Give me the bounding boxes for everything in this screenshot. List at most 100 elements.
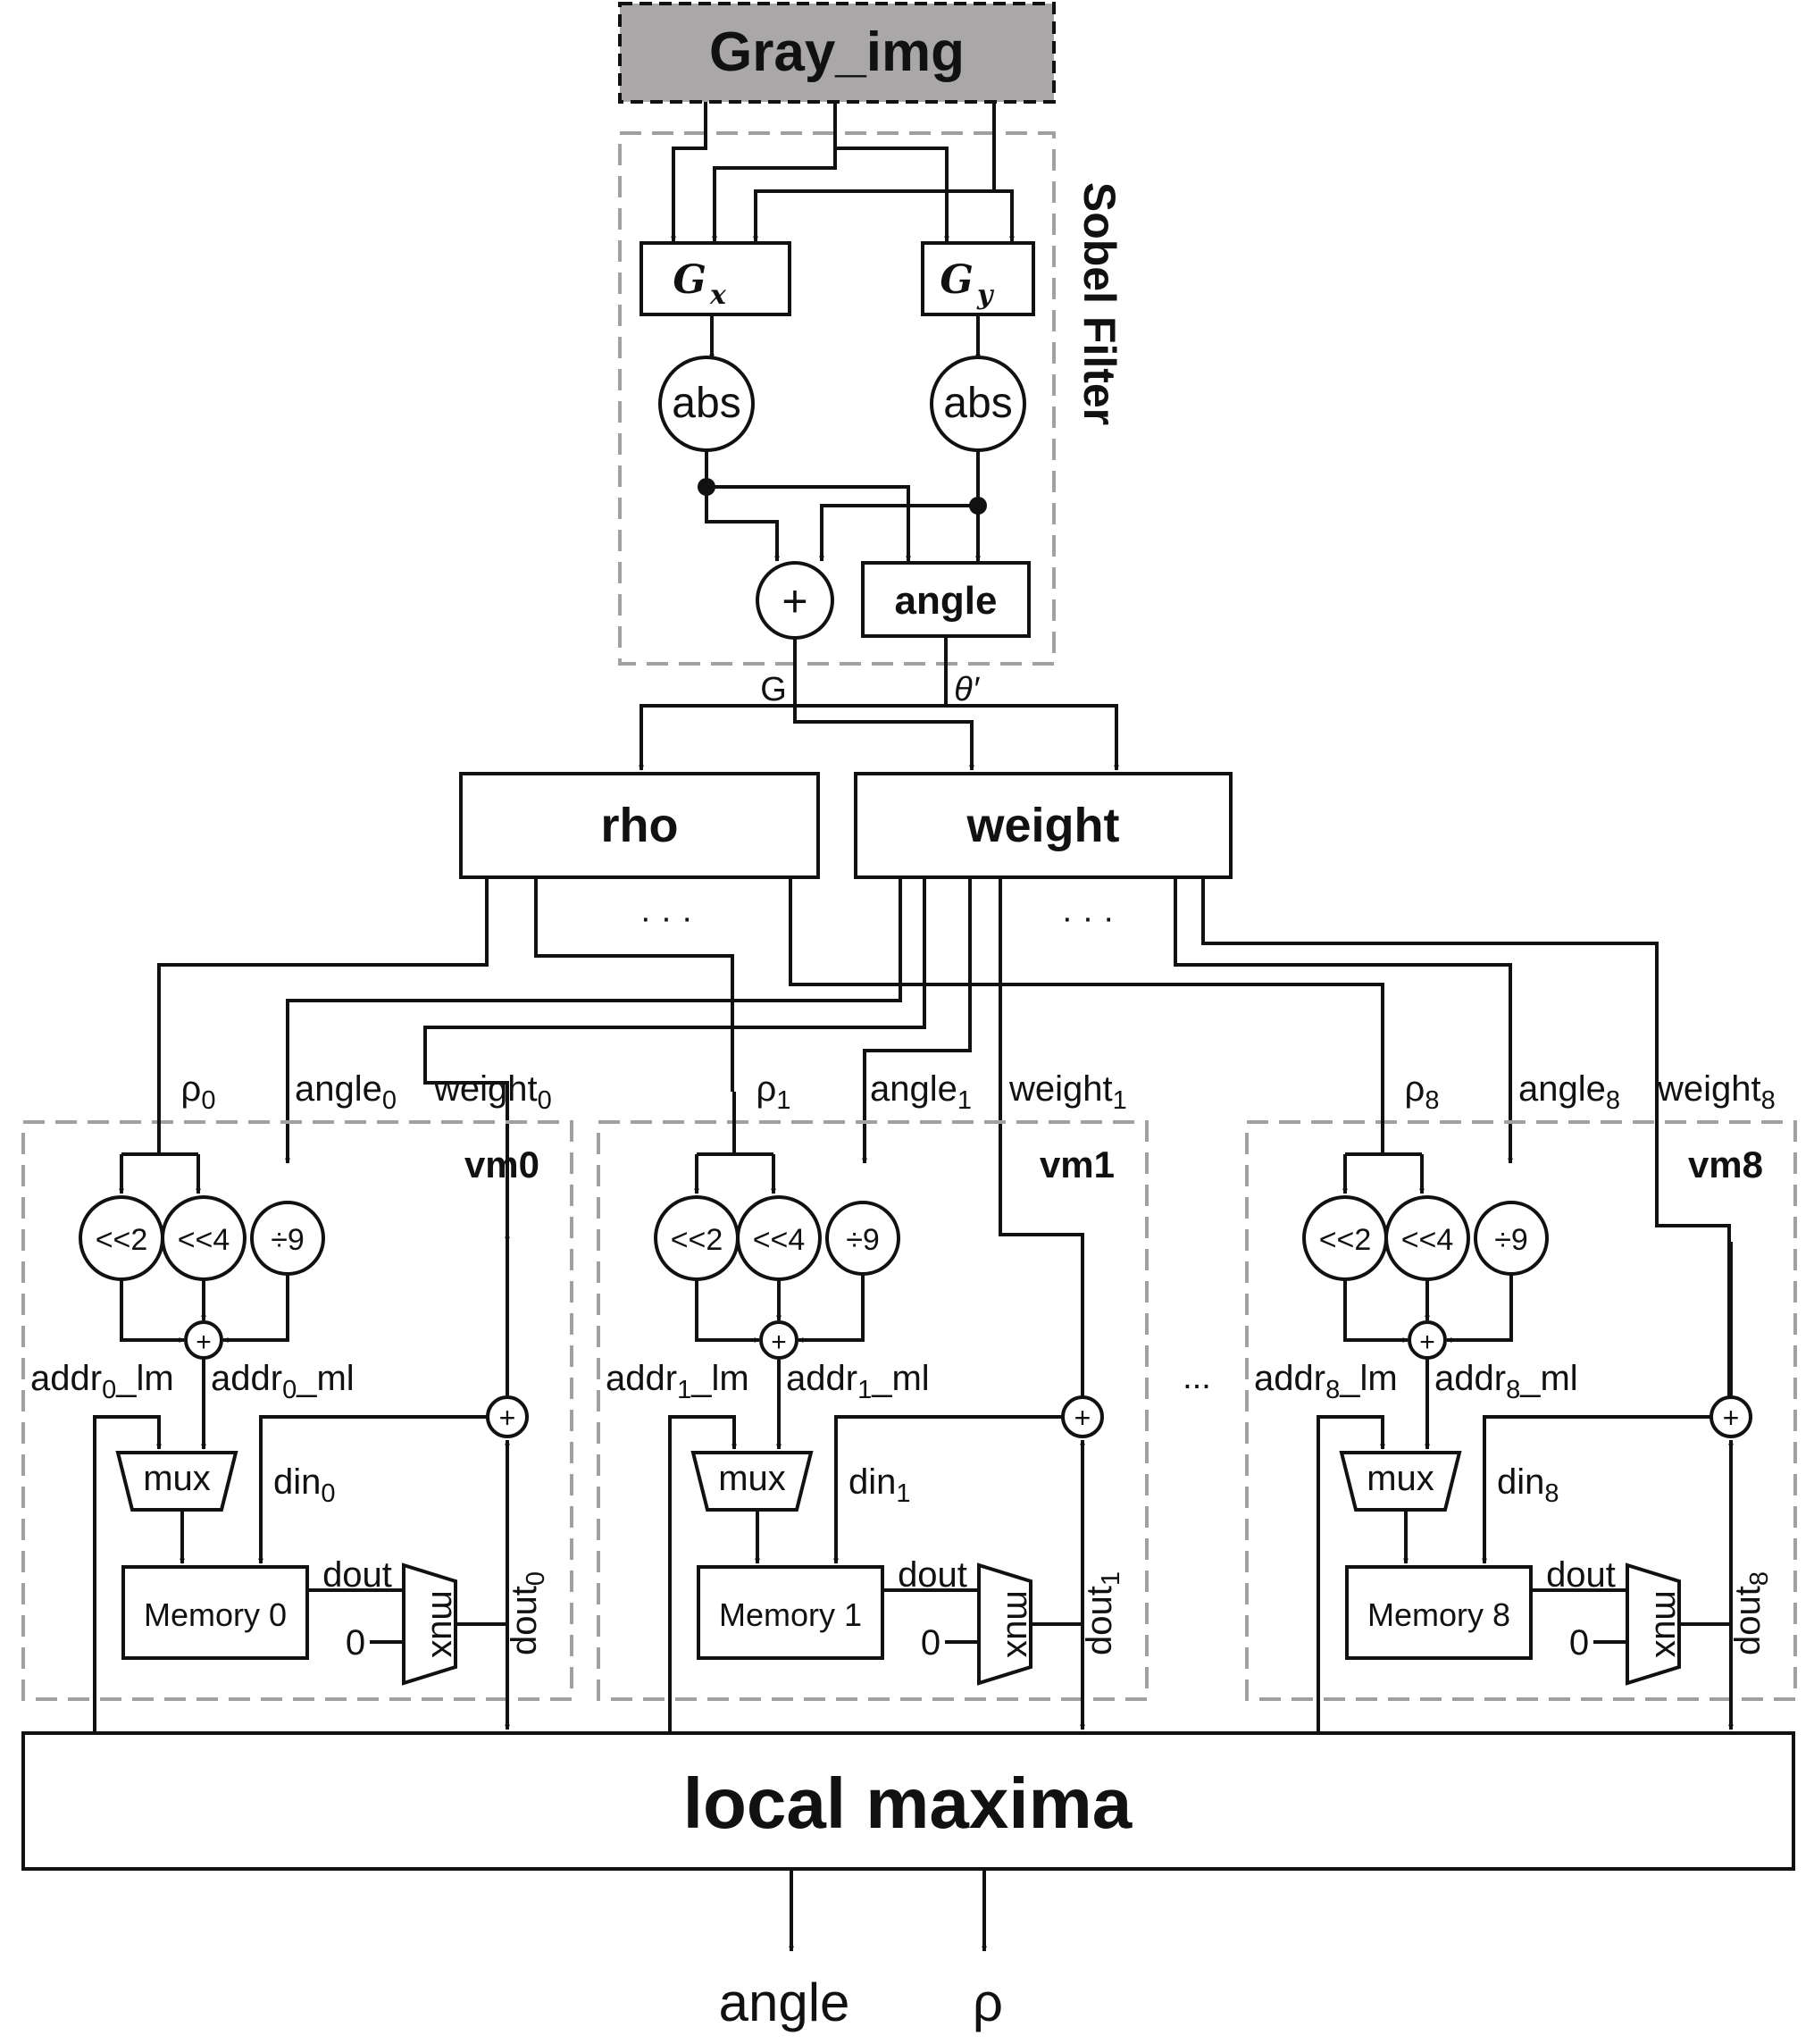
rho-dots: · · · xyxy=(639,900,692,937)
memory-block xyxy=(697,1565,884,1660)
memory-label: Memory 8 xyxy=(1367,1596,1510,1633)
lm-to-mux-wire xyxy=(93,1415,162,1733)
angle-block xyxy=(861,561,1031,638)
input-mux-label: mux xyxy=(718,1459,786,1498)
gx-subscript: x xyxy=(709,280,727,311)
vm-label: vm1 xyxy=(1040,1143,1115,1185)
din-label: din8 xyxy=(1497,1462,1559,1508)
shl2-label: <<2 xyxy=(671,1223,723,1257)
din-wire xyxy=(1482,1415,1711,1564)
abs-to-sum-wires xyxy=(698,450,987,562)
zero-label: 0 xyxy=(346,1623,365,1663)
div9-label: ÷9 xyxy=(271,1223,305,1257)
sobel-output-wires xyxy=(639,636,1119,771)
shl4-label: <<4 xyxy=(753,1223,806,1257)
output-mux xyxy=(1626,1562,1681,1686)
din-label: din1 xyxy=(848,1462,911,1508)
local-maxima-label: local maxima xyxy=(683,1763,1133,1843)
vm-region xyxy=(1245,1120,1797,1701)
dout-label: dout xyxy=(898,1555,967,1595)
rho-block xyxy=(459,772,820,879)
shl2-label: <<2 xyxy=(1319,1223,1372,1257)
rho-signal-label: ρ1 xyxy=(757,1069,791,1115)
rho-signal-label: ρ8 xyxy=(1405,1069,1440,1115)
addr-ml-label: addr0_ml xyxy=(211,1359,355,1404)
accumulate-adder-label: + xyxy=(1723,1402,1740,1434)
shl4-label: <<4 xyxy=(1401,1223,1454,1257)
memory-block xyxy=(1345,1565,1533,1660)
div9-label: ÷9 xyxy=(846,1223,880,1257)
input-mux-label: mux xyxy=(1367,1459,1434,1498)
addr-adder-label: + xyxy=(1419,1328,1435,1357)
addr-ml-label: addr1_ml xyxy=(786,1359,930,1404)
dout-vertical-label: dout0 xyxy=(505,1571,550,1655)
weight-block-label: weight xyxy=(966,799,1120,852)
gray-img-block xyxy=(618,2,1056,104)
input-mux xyxy=(690,1451,814,1512)
input-mux-label: mux xyxy=(143,1459,211,1498)
shl4-label: <<4 xyxy=(178,1223,230,1257)
output-angle-label: angle xyxy=(719,1973,850,2032)
rho-block-label: rho xyxy=(601,799,679,852)
din-wire xyxy=(833,1415,1063,1564)
zero-label: 0 xyxy=(921,1623,940,1663)
din-wire xyxy=(258,1415,488,1564)
weight-block xyxy=(854,772,1233,879)
memory-label: Memory 1 xyxy=(719,1596,862,1633)
din-label: din0 xyxy=(273,1462,336,1508)
dout-vertical-label: dout1 xyxy=(1080,1571,1125,1655)
angle-signal-label: angle1 xyxy=(870,1069,972,1115)
vm-label: vm8 xyxy=(1688,1143,1763,1185)
dout-vertical-label: dout8 xyxy=(1728,1571,1774,1655)
zero-label: 0 xyxy=(1569,1623,1589,1663)
angle-signal-label: angle0 xyxy=(295,1069,397,1115)
input-mux xyxy=(1339,1451,1462,1512)
vm-ellipsis: ... xyxy=(1183,1359,1211,1396)
dout-label: dout xyxy=(322,1555,392,1595)
addr-lm-label: addr8_lm xyxy=(1254,1359,1398,1404)
abs-x-label: abs xyxy=(672,380,740,427)
sobel-adder-label: + xyxy=(782,576,807,626)
vm-region xyxy=(21,1120,573,1701)
shl2-to-adder-wire xyxy=(120,1279,185,1343)
accumulate-adder-label: + xyxy=(499,1402,516,1434)
addr-lm-label: addr0_lm xyxy=(30,1359,174,1404)
output-mux xyxy=(977,1562,1032,1686)
local-maxima-block xyxy=(21,1731,1795,1871)
shl2-label: <<2 xyxy=(96,1223,148,1257)
gx-block xyxy=(639,241,791,316)
weight-signal-label: weight1 xyxy=(1008,1069,1127,1115)
angle-block-label: angle xyxy=(895,579,998,623)
shl2-to-adder-wire xyxy=(695,1279,760,1343)
addr-ml-label: addr8_ml xyxy=(1434,1359,1578,1404)
g-signal-label: G xyxy=(760,671,787,708)
vm-region xyxy=(597,1120,1149,1701)
weight-signal-label: weight8 xyxy=(1657,1069,1776,1115)
output-mux xyxy=(402,1562,457,1686)
div9-to-adder-wire xyxy=(222,1274,289,1343)
dout-label: dout xyxy=(1546,1555,1616,1595)
div9-to-adder-wire xyxy=(798,1274,865,1343)
accumulate-adder-label: + xyxy=(1074,1402,1091,1434)
div9-to-adder-wire xyxy=(1446,1274,1513,1343)
gx-label: G xyxy=(673,257,706,303)
vm-label: vm0 xyxy=(464,1143,539,1185)
gy-label: G xyxy=(940,257,974,303)
gray-img-label: Gray_img xyxy=(709,21,965,83)
gy-subscript: y xyxy=(976,280,995,311)
sobel-input-wires xyxy=(671,102,1015,242)
weight-dots: · · · xyxy=(1061,900,1114,937)
div9-label: ÷9 xyxy=(1494,1223,1528,1257)
addr-adder-label: + xyxy=(196,1328,212,1357)
memory-block xyxy=(121,1565,309,1660)
lm-to-mux-wire xyxy=(668,1415,737,1733)
addr-adder-label: + xyxy=(771,1328,787,1357)
rho-signal-label: ρ0 xyxy=(181,1069,216,1115)
input-mux xyxy=(115,1451,238,1512)
distribution-wires xyxy=(157,877,1732,1423)
